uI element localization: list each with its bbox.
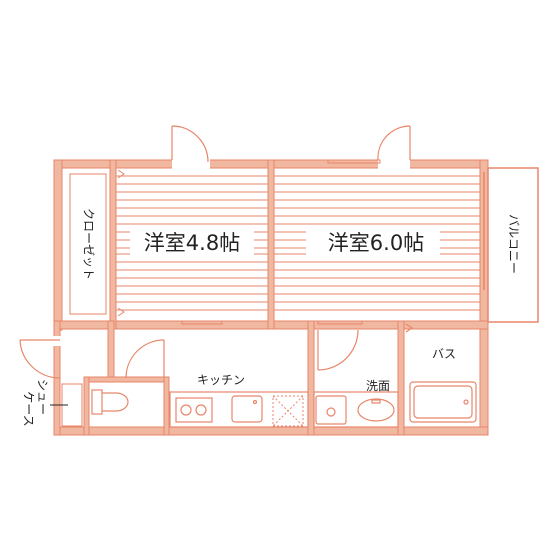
balcony (483, 167, 539, 323)
room-label-kitchen: キッチン (197, 373, 245, 387)
fridge-space (272, 395, 304, 427)
room-label-bath: バス (432, 347, 456, 361)
openings (22, 159, 410, 346)
shoe-case (50, 383, 83, 427)
kitchen-counter (169, 391, 309, 428)
shoe-case-label-line-2: ケース (22, 391, 36, 426)
shoe-case-label-line-1: シュー (36, 379, 50, 415)
room-label-balcony: バルコニー (507, 214, 521, 274)
room-label-western-1: 洋室4.8帖 (144, 231, 240, 255)
sliding-doors (181, 159, 381, 325)
room-label-closet: クローゼット (82, 208, 96, 280)
floor-stripes-room-1 (116, 175, 268, 311)
closet (69, 169, 125, 317)
walls (53, 159, 489, 436)
floor-stripes-room-2 (274, 175, 480, 311)
toilet (91, 389, 129, 415)
bathtub (409, 381, 477, 423)
room-label-western-2: 洋室6.0帖 (328, 231, 424, 255)
washroom-fixtures (313, 391, 399, 428)
door-swings (19, 125, 414, 379)
room-label-washroom: 洗面 (366, 379, 390, 393)
